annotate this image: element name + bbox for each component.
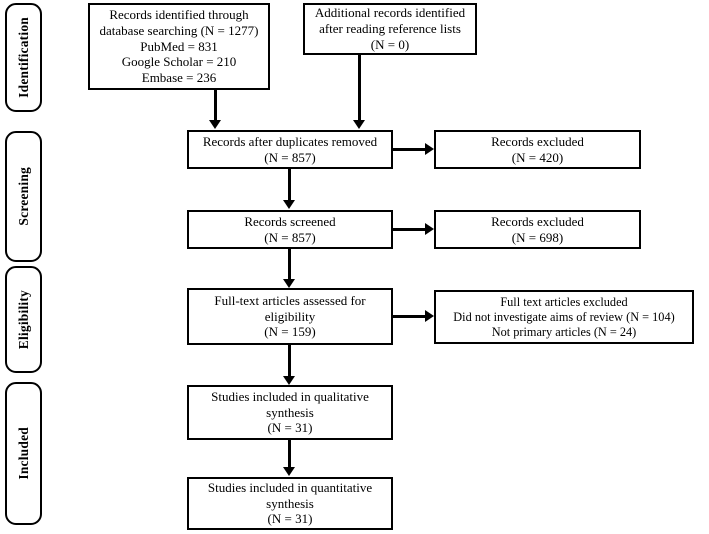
- connector-duplicates-to-screened: [288, 169, 291, 201]
- connector-additional-records-to-duplicates: [358, 55, 361, 121]
- node-records-screened: Records screened (N = 857): [187, 210, 393, 249]
- connector-screened-to-fulltext: [288, 249, 291, 280]
- stage-identification-label: Identification: [15, 17, 31, 98]
- arrowhead-qualitative-to-quantitative: [283, 467, 295, 476]
- node-additional-records-line-1: Additional records identified: [314, 5, 466, 21]
- node-quantitative-synthesis-line-1: Studies included in quantitative: [207, 479, 373, 495]
- node-excluded-screening: Records excluded (N = 698): [434, 210, 641, 249]
- node-database-search: Records identified through database sear…: [88, 3, 270, 90]
- node-duplicates-removed-line-2: (N = 857): [264, 149, 316, 165]
- node-records-screened-line-1: Records screened: [244, 213, 336, 229]
- arrowhead-screened-to-fulltext: [283, 279, 295, 288]
- node-duplicates-removed-line-1: Records after duplicates removed: [202, 133, 378, 149]
- node-database-search-line-2: database searching (N = 1277): [99, 22, 259, 38]
- node-database-search-line-1: Records identified through: [109, 6, 249, 22]
- node-fulltext-assessed-line-3: (N = 159): [264, 324, 316, 340]
- stage-eligibility-label: Eligibility: [15, 289, 31, 350]
- arrowhead-database-search-to-duplicates: [209, 120, 221, 129]
- node-additional-records-line-2: after reading reference lists: [319, 21, 461, 37]
- node-qualitative-synthesis: Studies included in qualitative synthesi…: [187, 385, 393, 440]
- stage-included: Included: [5, 382, 42, 525]
- node-quantitative-synthesis-line-3: (N = 31): [267, 511, 313, 527]
- node-excluded-duplicates: Records excluded (N = 420): [434, 130, 641, 169]
- connector-screened-to-excluded: [393, 228, 426, 231]
- connector-fulltext-to-excluded: [393, 315, 426, 318]
- node-quantitative-synthesis-line-2: synthesis: [266, 495, 314, 511]
- stage-identification: Identification: [5, 3, 42, 112]
- node-database-search-line-5: Embase = 236: [141, 70, 217, 86]
- node-fulltext-assessed: Full-text articles assessed for eligibil…: [187, 288, 393, 345]
- node-excluded-fulltext-line-2: Did not investigate aims of review (N = …: [453, 309, 675, 324]
- stage-screening: Screening: [5, 131, 42, 262]
- arrowhead-duplicates-to-screened: [283, 200, 295, 209]
- node-qualitative-synthesis-line-2: synthesis: [266, 404, 314, 420]
- connector-fulltext-to-qualitative: [288, 345, 291, 377]
- arrowhead-screened-to-excluded: [425, 223, 434, 235]
- node-duplicates-removed: Records after duplicates removed (N = 85…: [187, 130, 393, 169]
- node-excluded-duplicates-line-1: Records excluded: [491, 133, 584, 149]
- stage-eligibility: Eligibility: [5, 266, 42, 373]
- node-qualitative-synthesis-line-3: (N = 31): [267, 420, 313, 436]
- node-fulltext-assessed-line-1: Full-text articles assessed for: [214, 292, 366, 308]
- node-excluded-screening-line-1: Records excluded: [491, 213, 584, 229]
- arrowhead-fulltext-to-qualitative: [283, 376, 295, 385]
- node-additional-records: Additional records identified after read…: [303, 3, 477, 55]
- arrowhead-additional-records-to-duplicates: [353, 120, 365, 129]
- connector-qualitative-to-quantitative: [288, 440, 291, 468]
- node-excluded-fulltext-line-3: Not primary articles (N = 24): [491, 324, 637, 339]
- connector-duplicates-to-excluded: [393, 148, 426, 151]
- node-qualitative-synthesis-line-1: Studies included in qualitative: [211, 388, 369, 404]
- connector-database-search-to-duplicates: [214, 90, 217, 121]
- node-excluded-duplicates-line-2: (N = 420): [511, 149, 564, 165]
- node-additional-records-line-3: (N = 0): [370, 36, 410, 52]
- node-quantitative-synthesis: Studies included in quantitative synthes…: [187, 477, 393, 530]
- arrowhead-fulltext-to-excluded: [425, 310, 434, 322]
- node-excluded-fulltext: Full text articles excluded Did not inve…: [434, 290, 694, 344]
- node-fulltext-assessed-line-2: eligibility: [264, 308, 316, 324]
- node-database-search-line-4: Google Scholar = 210: [121, 54, 237, 70]
- node-database-search-line-3: PubMed = 831: [140, 38, 218, 54]
- node-excluded-screening-line-2: (N = 698): [511, 229, 564, 245]
- stage-included-label: Included: [15, 427, 31, 480]
- stage-screening-label: Screening: [15, 167, 31, 226]
- node-excluded-fulltext-line-1: Full text articles excluded: [500, 294, 628, 309]
- arrowhead-duplicates-to-excluded: [425, 143, 434, 155]
- node-records-screened-line-2: (N = 857): [264, 229, 316, 245]
